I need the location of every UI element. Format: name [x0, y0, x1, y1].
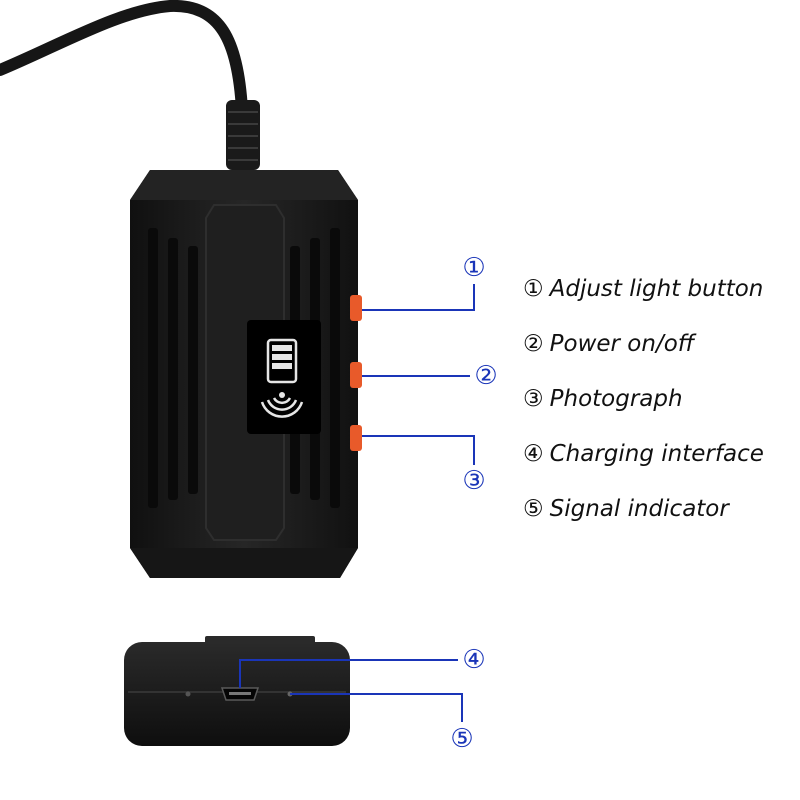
leader-line-5 [290, 693, 463, 722]
leader-line-3 [362, 435, 475, 465]
usb-cable [0, 0, 248, 116]
legend-label: Adjust light button [549, 276, 764, 302]
callout-number-1: ① [462, 253, 486, 283]
legend-label: Signal indicator [549, 496, 729, 522]
adjust-light-button[interactable] [350, 295, 362, 321]
photograph-button[interactable] [350, 425, 362, 451]
power-button[interactable] [350, 362, 362, 388]
callout-number-4: ④ [462, 645, 486, 675]
legend-number: ③ [523, 386, 544, 412]
callout-number-2: ② [474, 361, 498, 391]
callout-number-3: ③ [462, 466, 486, 496]
legend-number: ② [523, 331, 544, 357]
device-body [130, 170, 358, 578]
legend-number: ⑤ [523, 496, 544, 522]
legend-number: ① [523, 276, 544, 302]
cable-strain-relief [226, 100, 260, 170]
callout-number-5: ⑤ [450, 724, 474, 754]
leader-line-4 [239, 659, 458, 688]
legend-label: Charging interface [549, 441, 764, 467]
leader-lines [239, 284, 475, 722]
bottom-dot-left [185, 691, 191, 697]
leader-line-1 [362, 284, 475, 311]
legend-label: Power on/off [549, 331, 695, 357]
wifi-camera-icon [247, 320, 321, 434]
micro-usb-port-icon [220, 687, 260, 701]
legend-number: ④ [523, 441, 544, 467]
legend-label: Photograph [549, 386, 683, 412]
